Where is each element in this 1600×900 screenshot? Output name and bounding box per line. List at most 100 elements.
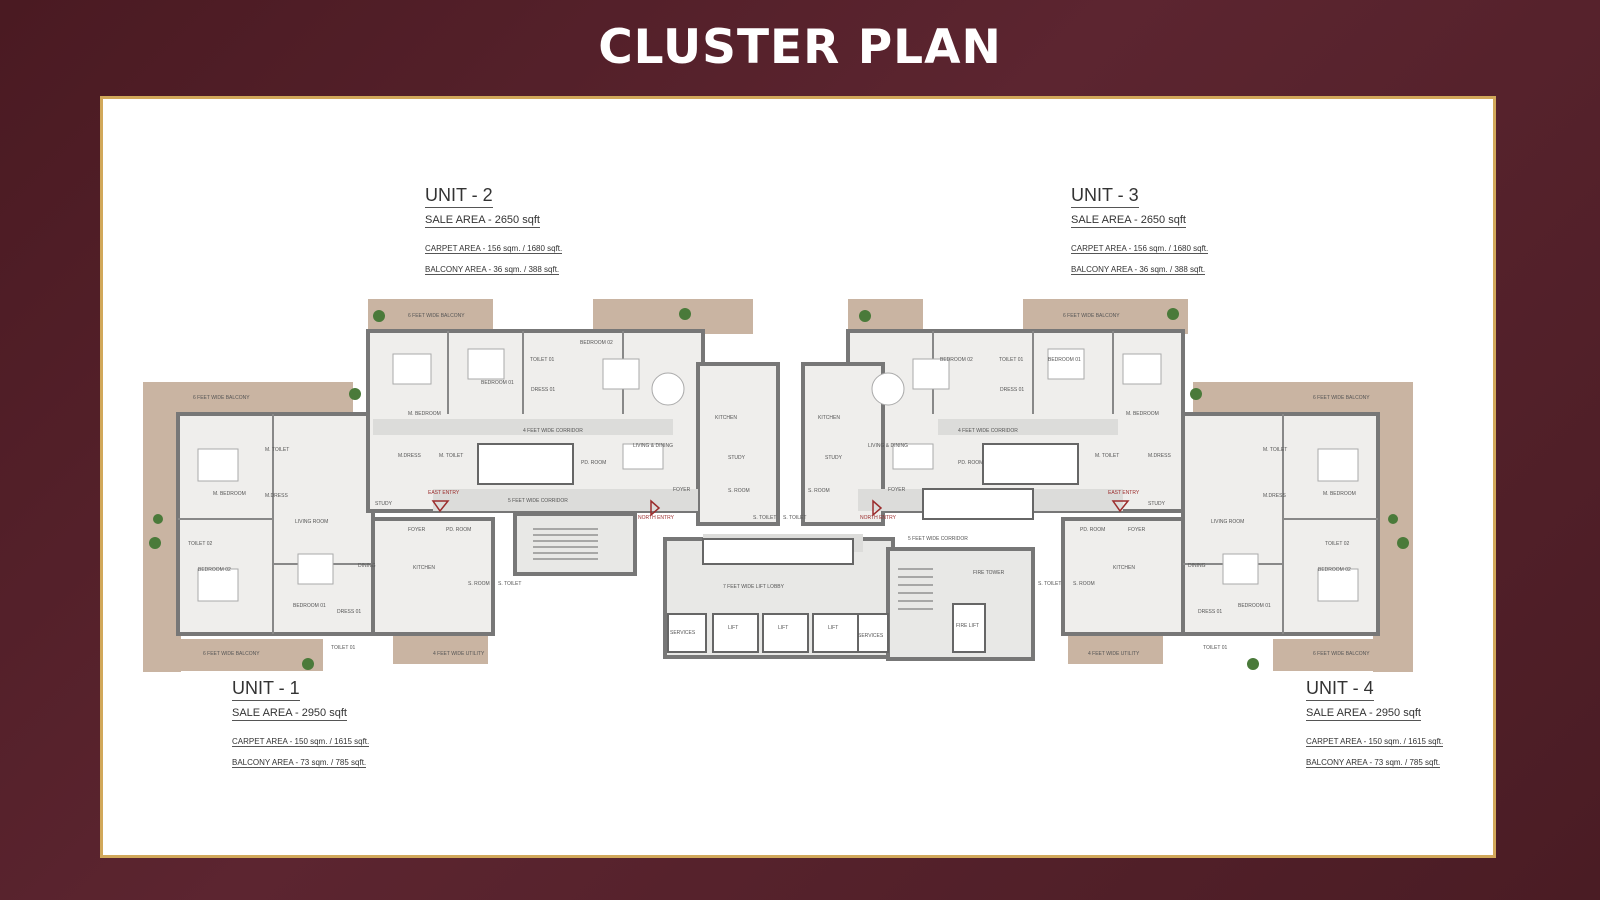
label-balcony-u4-bottom: 6 FEET WIDE BALCONY	[1313, 651, 1370, 657]
unit-3-info: UNIT - 3 SALE AREA - 2650 sqft CARPET AR…	[1071, 185, 1209, 280]
label-lift-2: LIFT	[778, 625, 788, 631]
cluster-floor-plan: 6 FEET WIDE BALCONY 6 FEET WIDE BALCONY …	[143, 299, 1413, 672]
unit-1-sale-area: SALE AREA - 2950 sqft	[232, 707, 347, 721]
label-s-room-u1: S. ROOM	[468, 581, 490, 587]
unit-2-carpet-area: CARPET AREA - 156 sqm. / 1680 sqft.	[425, 244, 563, 254]
unit-1-balcony-area: BALCONY AREA - 73 sqm. / 785 sqft.	[232, 758, 367, 768]
label-study-u1: STUDY	[375, 501, 393, 507]
label-services-right: SERVICES	[858, 633, 884, 639]
label-s-room-u2: S. ROOM	[728, 488, 750, 494]
label-bedroom02-u2: BEDROOM 02	[580, 340, 613, 346]
lifts	[477, 443, 1079, 653]
label-east-entry-right: EAST ENTRY	[1108, 490, 1140, 496]
page-title: CLUSTER PLAN	[598, 20, 1002, 75]
label-utility-u1: 4 FEET WIDE UTILITY	[433, 651, 485, 657]
label-toilet01-u1: TOILET 01	[331, 645, 355, 651]
label-s-room-u4: S. ROOM	[1073, 581, 1095, 587]
unit-4-name: UNIT - 4	[1306, 678, 1374, 701]
unit-3-carpet-area: CARPET AREA - 156 sqm. / 1680 sqft.	[1071, 244, 1209, 254]
label-foyer-u4: FOYER	[1128, 527, 1146, 533]
label-s-toilet-u2: S. TOILET	[753, 515, 776, 521]
label-m-bedroom-u3: M. BEDROOM	[1126, 411, 1159, 417]
label-fire-lift: FIRE LIFT	[956, 623, 979, 629]
label-m-dress-u2: M.DRESS	[398, 453, 421, 459]
label-kitchen-u3: KITCHEN	[818, 415, 840, 421]
label-bedroom02-u3: BEDROOM 02	[940, 357, 973, 363]
label-m-toilet-u4: M. TOILET	[1263, 447, 1287, 453]
label-m-bedroom-u4: M. BEDROOM	[1323, 491, 1356, 497]
label-s-toilet-u4: S. TOILET	[1038, 581, 1061, 587]
room-walls	[178, 331, 1378, 634]
label-balcony-u1-bottom: 6 FEET WIDE BALCONY	[203, 651, 260, 657]
unit-2-name: UNIT - 2	[425, 185, 493, 208]
label-dress01-u3: DRESS 01	[1000, 387, 1024, 393]
label-lift-3: LIFT	[828, 625, 838, 631]
label-s-toilet-u1: S. TOILET	[498, 581, 521, 587]
label-m-dress-u3: M.DRESS	[1148, 453, 1171, 459]
label-pd-room-u2: PD. ROOM	[581, 460, 606, 466]
label-bedroom01-u1: BEDROOM 01	[293, 603, 326, 609]
label-m-dress-u4: M.DRESS	[1263, 493, 1286, 499]
label-living-room-u4: LIVING ROOM	[1211, 519, 1244, 525]
label-dress01-u4: DRESS 01	[1198, 609, 1222, 615]
label-utility-u4: 4 FEET WIDE UTILITY	[1088, 651, 1140, 657]
label-toilet01-u3: TOILET 01	[999, 357, 1023, 363]
unit-1-info: UNIT - 1 SALE AREA - 2950 sqft CARPET AR…	[232, 678, 370, 773]
label-corridor-u2: 4 FEET WIDE CORRIDOR	[523, 428, 583, 434]
label-bedroom02-u1: BEDROOM 02	[198, 567, 231, 573]
label-services-left: SERVICES	[670, 630, 696, 636]
label-lift-lobby: 7 FEET WIDE LIFT LOBBY	[723, 584, 785, 590]
stairs	[533, 528, 933, 610]
label-dress01-u2: DRESS 01	[531, 387, 555, 393]
label-toilet02-u1: TOILET 02	[188, 541, 212, 547]
furniture	[197, 348, 1359, 602]
label-kitchen-u2: KITCHEN	[715, 415, 737, 421]
label-balcony-u2: 6 FEET WIDE BALCONY	[408, 313, 465, 319]
label-study-u3: STUDY	[825, 455, 843, 461]
label-m-bedroom-u1: M. BEDROOM	[213, 491, 246, 497]
label-bedroom01-u3: BEDROOM 01	[1048, 357, 1081, 363]
label-bedroom02-u4: BEDROOM 02	[1318, 567, 1351, 573]
label-bedroom01-u2: BEDROOM 01	[481, 380, 514, 386]
label-corridor-u3: 4 FEET WIDE CORRIDOR	[958, 428, 1018, 434]
label-north-entry-left: NORTH ENTRY	[638, 515, 675, 521]
label-study-u4: STUDY	[1148, 501, 1166, 507]
unit-3-sale-area: SALE AREA - 2650 sqft	[1071, 214, 1186, 228]
unit-4-sale-area: SALE AREA - 2950 sqft	[1306, 707, 1421, 721]
unit-2-balcony-area: BALCONY AREA - 36 sqm. / 388 sqft.	[425, 265, 560, 275]
label-foyer-u1: FOYER	[408, 527, 426, 533]
label-toilet02-u4: TOILET 02	[1325, 541, 1349, 547]
label-bedroom01-u4: BEDROOM 01	[1238, 603, 1271, 609]
label-corridor-5ft-left: 5 FEET WIDE CORRIDOR	[508, 498, 568, 504]
label-dining-u4: DINING	[1188, 563, 1206, 569]
label-pd-room-u1: PD. ROOM	[446, 527, 471, 533]
unit-4-info: UNIT - 4 SALE AREA - 2950 sqft CARPET AR…	[1306, 678, 1444, 773]
label-balcony-u1: 6 FEET WIDE BALCONY	[193, 395, 250, 401]
label-corridor-5ft-right: 5 FEET WIDE CORRIDOR	[908, 536, 968, 542]
label-toilet01-u2: TOILET 01	[530, 357, 554, 363]
label-east-entry-left: EAST ENTRY	[428, 490, 460, 496]
unit-2-info: UNIT - 2 SALE AREA - 2650 sqft CARPET AR…	[425, 185, 563, 280]
label-m-toilet-u3: M. TOILET	[1095, 453, 1119, 459]
unit-3-name: UNIT - 3	[1071, 185, 1139, 208]
entry-markers	[431, 499, 1130, 517]
label-m-bedroom-u2: M. BEDROOM	[408, 411, 441, 417]
label-dining-u1: DINING	[358, 563, 376, 569]
label-kitchen-u1: KITCHEN	[413, 565, 435, 571]
label-fire-tower: FIRE TOWER	[973, 570, 1005, 576]
label-toilet01-u4: TOILET 01	[1203, 645, 1227, 651]
label-balcony-u3: 6 FEET WIDE BALCONY	[1063, 313, 1120, 319]
label-s-toilet-u3: S. TOILET	[783, 515, 806, 521]
label-dress01-u1: DRESS 01	[337, 609, 361, 615]
unit-1-name: UNIT - 1	[232, 678, 300, 701]
label-foyer-u3: FOYER	[888, 487, 906, 493]
label-living-dining-u2: LIVING & DINING	[633, 443, 673, 449]
label-pd-room-u3: PD. ROOM	[958, 460, 983, 466]
label-balcony-u4: 6 FEET WIDE BALCONY	[1313, 395, 1370, 401]
label-m-toilet-u2: M. TOILET	[439, 453, 463, 459]
label-kitchen-u4: KITCHEN	[1113, 565, 1135, 571]
unit-1-carpet-area: CARPET AREA - 150 sqm. / 1615 sqft.	[232, 737, 370, 747]
label-study-u2: STUDY	[728, 455, 746, 461]
label-north-entry-right: NORTH ENTRY	[860, 515, 897, 521]
unit-2-sale-area: SALE AREA - 2650 sqft	[425, 214, 540, 228]
